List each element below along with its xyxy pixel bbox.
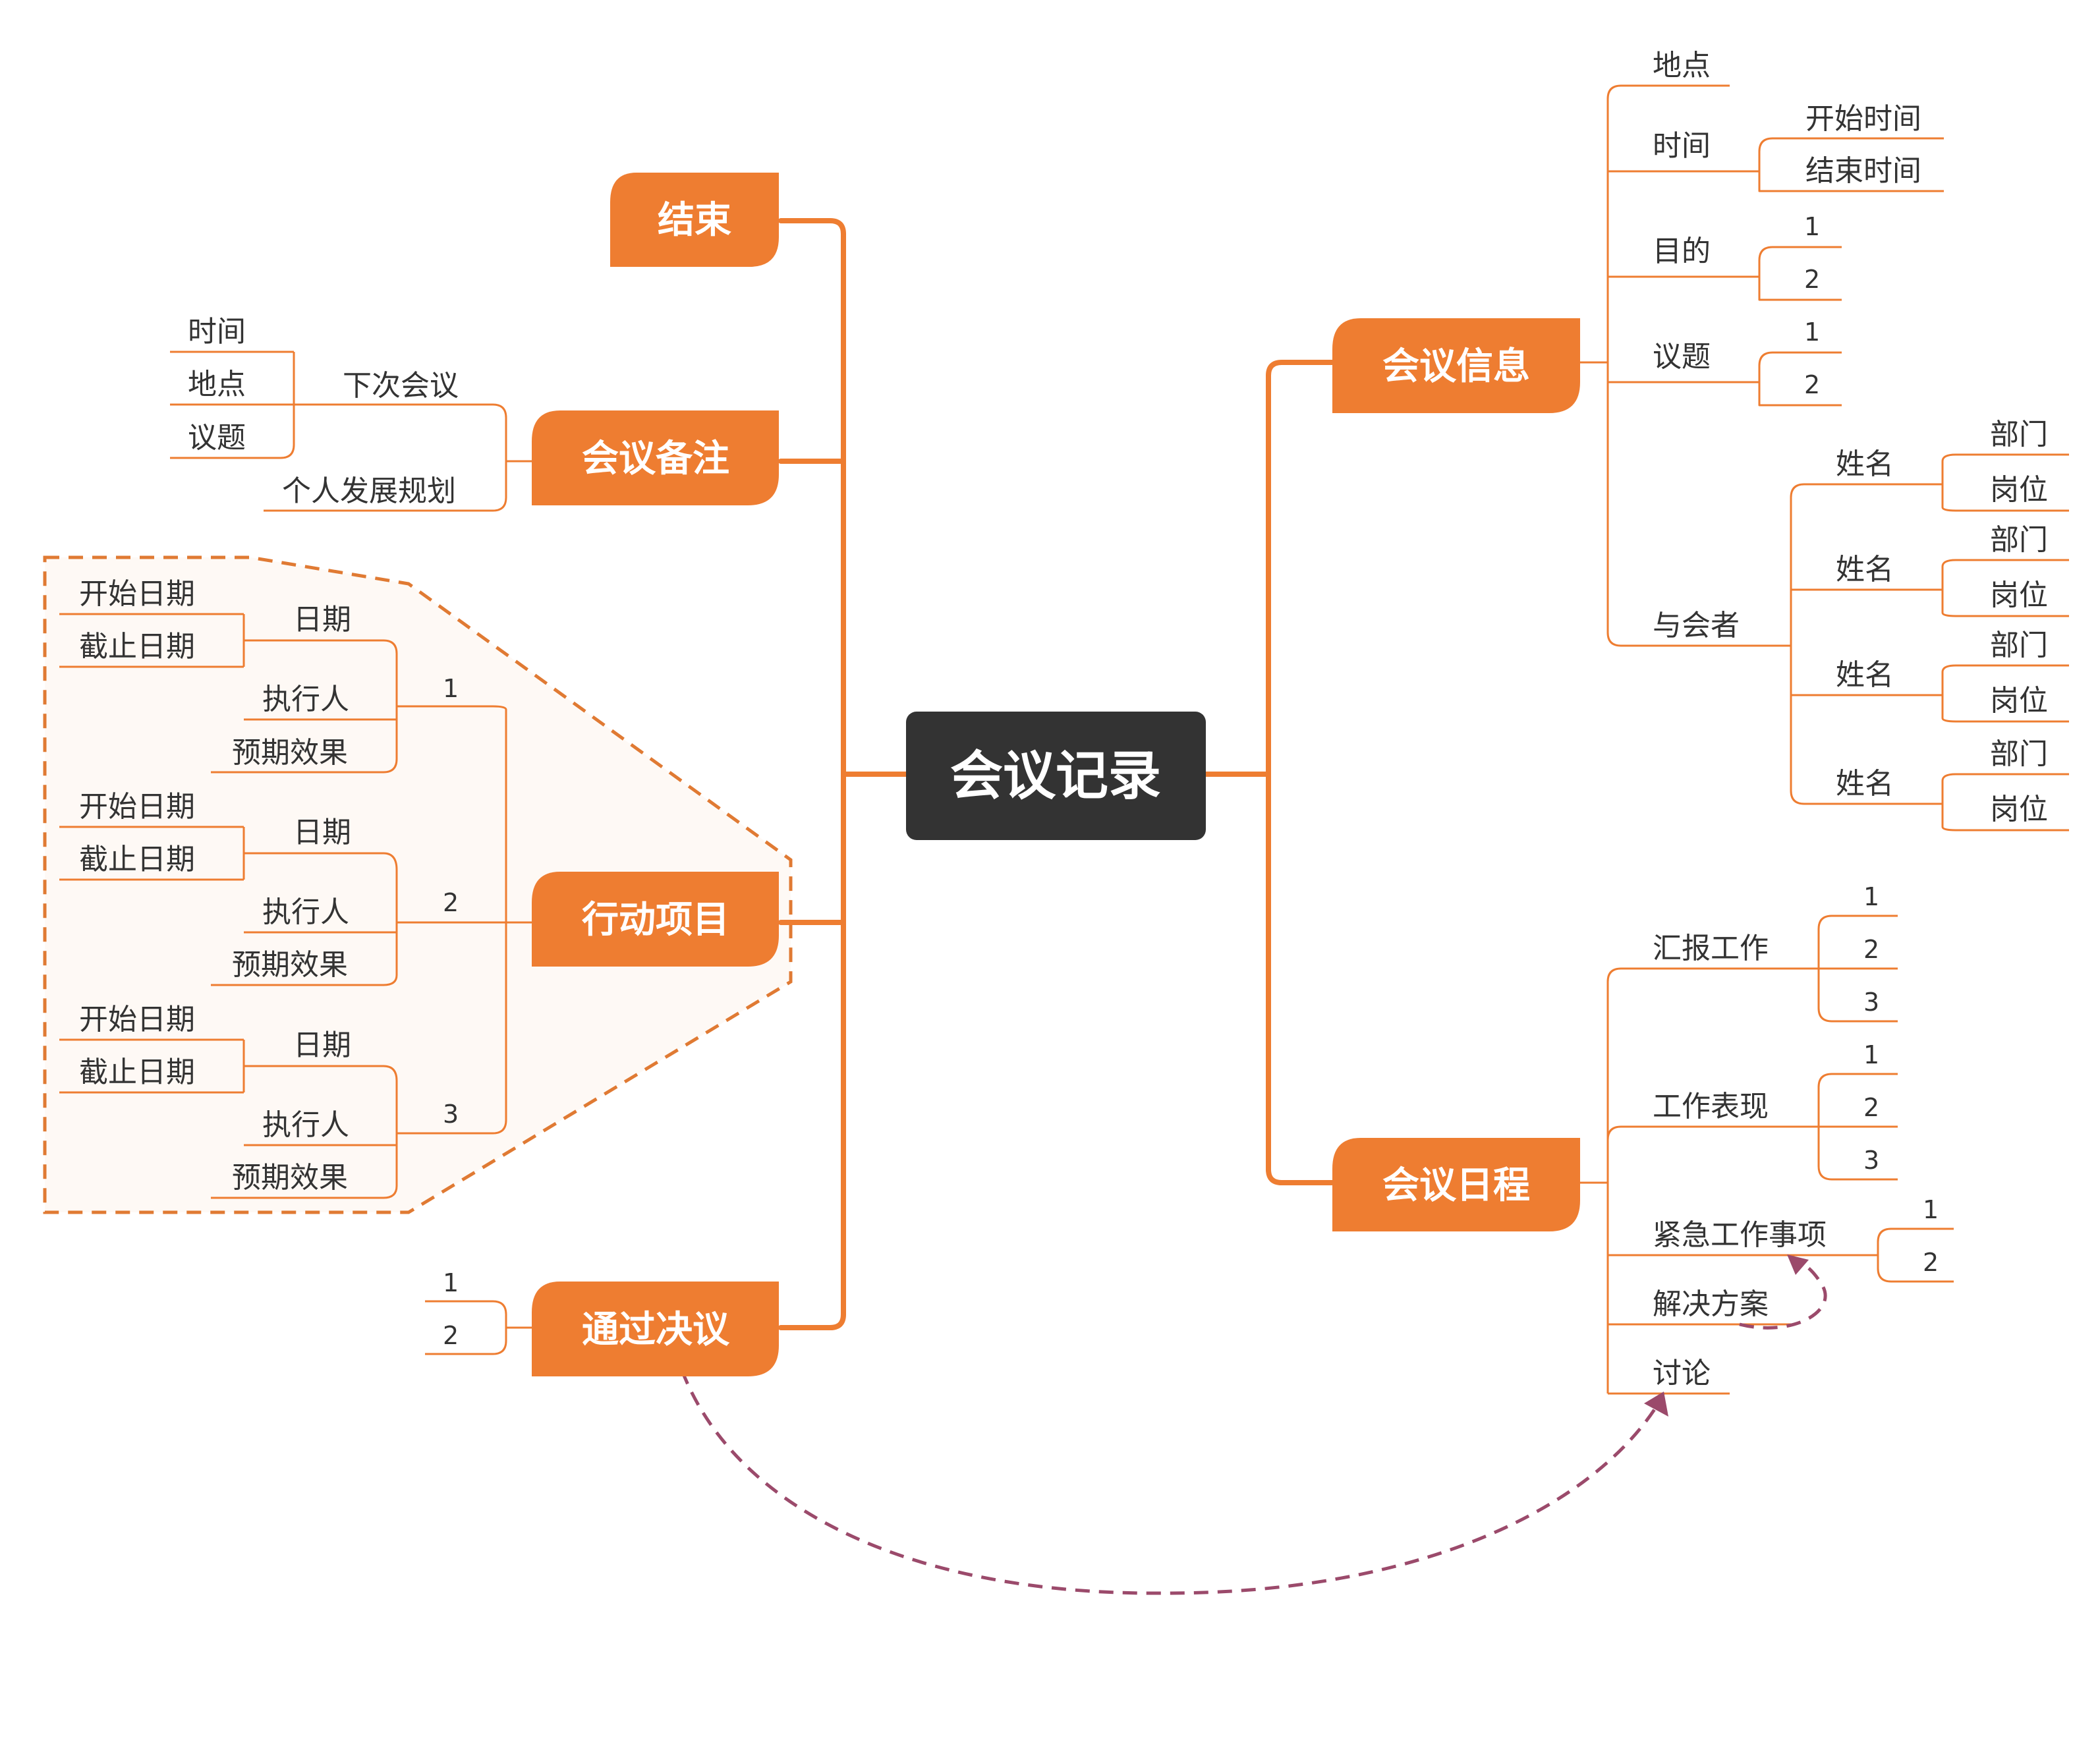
- agenda-report-1: 1: [1863, 882, 1879, 911]
- agenda-report-3: 3: [1863, 988, 1879, 1017]
- notes-next-place: 地点: [188, 368, 246, 401]
- action-2-expected: 预期效果: [232, 948, 348, 982]
- agenda-urgent-1: 1: [1923, 1195, 1939, 1224]
- action-3-owner: 执行人: [262, 1108, 349, 1142]
- agenda-performance-1: 1: [1863, 1040, 1879, 1069]
- action-1-date: 日期: [293, 603, 351, 636]
- action-1-due: 截止日期: [79, 630, 195, 663]
- action-2-owner: 执行人: [262, 895, 349, 929]
- attendee-1-name: 姓名: [1836, 447, 1894, 481]
- agenda-solution: 解决方案: [1653, 1287, 1769, 1321]
- agenda-performance-2: 2: [1863, 1093, 1879, 1122]
- branch-node-agenda[interactable]: [1332, 1138, 1580, 1231]
- action-2-date: 日期: [293, 816, 351, 849]
- agenda-performance: 工作表现: [1653, 1090, 1769, 1123]
- branch-label-agenda: 会议日程: [1382, 1164, 1530, 1207]
- info-topic: 议题: [1653, 340, 1711, 374]
- notes-personal-plan: 个人发展规划: [282, 474, 456, 508]
- notes-next-time: 时间: [188, 315, 246, 349]
- attendee-4-name: 姓名: [1836, 767, 1894, 801]
- central-title: 会议记录: [950, 745, 1161, 806]
- branch-label-notes: 会议备注: [582, 437, 729, 480]
- action-2-start: 开始日期: [79, 790, 195, 824]
- action-3-expected: 预期效果: [232, 1161, 348, 1195]
- central-node[interactable]: [906, 712, 1206, 840]
- agenda-urgent: 紧急工作事项: [1653, 1218, 1827, 1252]
- branch-node-actions[interactable]: [532, 872, 779, 967]
- resolution-2: 2: [443, 1321, 459, 1350]
- agenda-report-2: 2: [1863, 935, 1879, 964]
- resolution-1: 1: [443, 1268, 459, 1297]
- agenda-discussion: 讨论: [1653, 1357, 1711, 1390]
- branch-node-info[interactable]: [1332, 318, 1580, 413]
- info-topic-1: 1: [1804, 318, 1820, 347]
- branch-node-notes[interactable]: [532, 410, 779, 505]
- info-attendees: 与会者: [1653, 609, 1740, 642]
- action-3-due: 截止日期: [79, 1056, 195, 1089]
- info-time-end: 结束时间: [1805, 154, 1921, 188]
- notes-next-topic: 议题: [188, 421, 246, 455]
- agenda-urgent-2: 2: [1923, 1248, 1939, 1277]
- action-1-owner: 执行人: [262, 683, 349, 716]
- action-1-expected: 预期效果: [232, 736, 348, 770]
- info-purpose: 目的: [1653, 235, 1711, 268]
- action-2-num: 2: [443, 888, 459, 917]
- attendee-3-post: 岗位: [1990, 684, 2048, 718]
- attendee-2-post: 岗位: [1990, 578, 2048, 612]
- info-time-start: 开始时间: [1805, 102, 1921, 136]
- info-topic-2: 2: [1804, 370, 1820, 399]
- agenda-report: 汇报工作: [1653, 932, 1769, 965]
- action-3-num: 3: [443, 1100, 459, 1129]
- action-1-num: 1: [443, 674, 459, 703]
- info-place: 地点: [1653, 49, 1711, 82]
- branch-label-info: 会议信息: [1382, 345, 1530, 388]
- attendee-2-name: 姓名: [1836, 553, 1894, 586]
- relationship-arrowheads: [1644, 1255, 1809, 1417]
- branch-node-resolutions[interactable]: [532, 1282, 779, 1376]
- attendee-1-dept: 部门: [1990, 418, 2048, 451]
- notes-next-meeting: 下次会议: [343, 369, 459, 403]
- action-3-start: 开始日期: [79, 1003, 195, 1036]
- main-connectors: [778, 218, 1335, 1330]
- info-purpose-1: 1: [1804, 212, 1820, 241]
- attendee-4-dept: 部门: [1990, 737, 2048, 771]
- branch-label-resolutions: 通过决议: [582, 1309, 730, 1351]
- attendee-3-dept: 部门: [1990, 629, 2048, 662]
- attendee-2-dept: 部门: [1990, 523, 2048, 557]
- info-purpose-2: 2: [1804, 265, 1820, 294]
- branch-label-actions: 行动项目: [582, 899, 729, 942]
- relationship-lines: [680, 1256, 1827, 1595]
- action-1-start: 开始日期: [79, 577, 195, 611]
- branch-node-end[interactable]: [610, 173, 779, 267]
- sub-connectors: [59, 84, 2069, 1395]
- branch-label-end: 结束: [658, 199, 731, 242]
- attendee-4-post: 岗位: [1990, 793, 2048, 826]
- agenda-performance-3: 3: [1863, 1146, 1879, 1175]
- info-time: 时间: [1653, 129, 1711, 163]
- action-items-boundary: [43, 555, 793, 1214]
- action-2-due: 截止日期: [79, 843, 195, 876]
- attendee-3-name: 姓名: [1836, 658, 1894, 692]
- attendee-1-post: 岗位: [1990, 473, 2048, 507]
- action-3-date: 日期: [293, 1029, 351, 1062]
